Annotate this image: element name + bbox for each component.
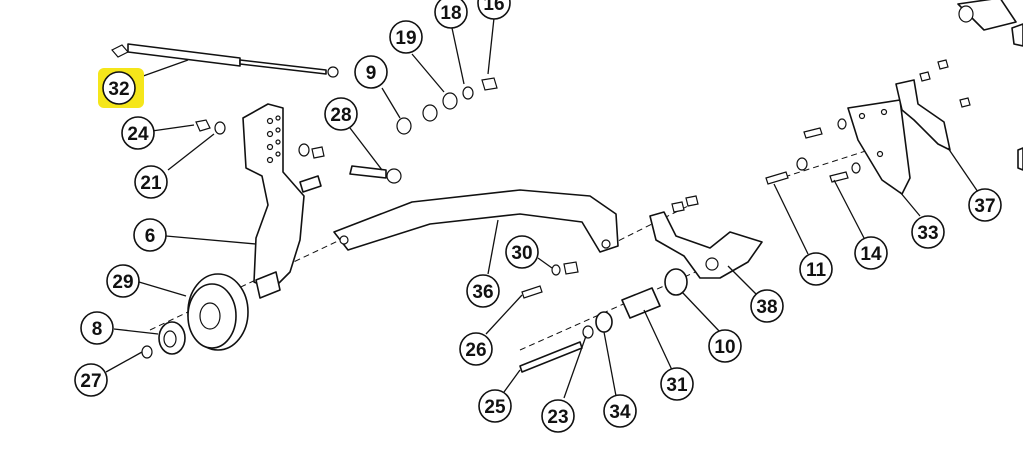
callout-36: 36: [466, 274, 500, 308]
callout-label: 31: [666, 375, 688, 396]
bracket-37: [895, 59, 971, 151]
callout-label: 37: [974, 196, 995, 217]
callout-24: 24: [121, 116, 155, 150]
callout-label: 23: [547, 407, 568, 428]
callout-label: 18: [440, 3, 461, 24]
callout-23: 23: [541, 399, 575, 433]
callout-30: 30: [505, 235, 539, 269]
callout-label: 8: [92, 319, 103, 340]
callout-label: 14: [860, 244, 882, 265]
callout-label: 28: [330, 105, 351, 126]
callout-29: 29: [106, 264, 140, 298]
nut-washer-group-left: [195, 119, 325, 159]
leader-lines: [105, 17, 979, 399]
callout-label: 34: [609, 402, 631, 423]
callout-label: 29: [112, 272, 133, 293]
callout-label: 16: [483, 0, 504, 15]
eye-bolt: [349, 165, 402, 184]
snap-ring: [141, 345, 153, 359]
callout-label: 21: [140, 173, 162, 194]
callout-label: 25: [484, 397, 506, 418]
pulley: [187, 273, 249, 351]
callout-label: 38: [756, 297, 777, 318]
plate-33: [847, 99, 911, 195]
callout-bubbles: 32 24 21 6 29 8 27 28: [74, 0, 1002, 433]
callout-19: 19: [389, 20, 423, 54]
callout-label: 11: [806, 260, 827, 281]
callout-21: 21: [134, 165, 168, 199]
callout-label: 26: [465, 340, 486, 361]
callout-26: 26: [459, 332, 493, 366]
bracket-38: [649, 195, 763, 279]
bolt-30: [551, 261, 579, 276]
callout-18: 18: [434, 0, 468, 29]
bearing: [158, 321, 186, 355]
bolt-11: [765, 157, 808, 185]
callout-label: 9: [366, 63, 377, 84]
callout-37: 37: [968, 188, 1002, 222]
callout-34: 34: [603, 394, 637, 428]
bracket-plate: [242, 103, 322, 299]
callout-10: 10: [708, 329, 742, 363]
spacer-group: [582, 268, 688, 339]
callout-label: 24: [127, 124, 149, 145]
callout-33: 33: [911, 215, 945, 249]
callout-label: 19: [395, 28, 416, 49]
callout-25: 25: [478, 389, 512, 423]
bolt-25: [519, 341, 583, 373]
callout-label: 30: [511, 243, 532, 264]
bolts-14: [803, 118, 861, 183]
callout-38: 38: [750, 289, 784, 323]
callout-8: 8: [80, 311, 114, 345]
callout-31: 31: [660, 367, 694, 401]
callout-11: 11: [799, 252, 833, 286]
callout-27: 27: [74, 363, 108, 397]
hardware-stack-top: [396, 77, 498, 135]
callout-14: 14: [854, 236, 888, 270]
callout-32: 32: [98, 68, 144, 108]
callout-label: 6: [145, 226, 156, 247]
callout-label: 27: [80, 371, 101, 392]
gas-spring-rod: [111, 43, 339, 78]
bolt-26: [521, 285, 543, 299]
callout-label: 33: [917, 223, 938, 244]
callout-6: 6: [133, 218, 167, 252]
callout-label: 36: [472, 282, 493, 303]
callout-label: 32: [108, 79, 129, 100]
callout-9: 9: [354, 55, 388, 89]
callout-16: 16: [477, 0, 511, 20]
callout-28: 28: [324, 97, 358, 131]
partial-assembly-top-right: [957, 0, 1023, 171]
long-arm: [333, 189, 619, 253]
callout-label: 10: [714, 337, 735, 358]
